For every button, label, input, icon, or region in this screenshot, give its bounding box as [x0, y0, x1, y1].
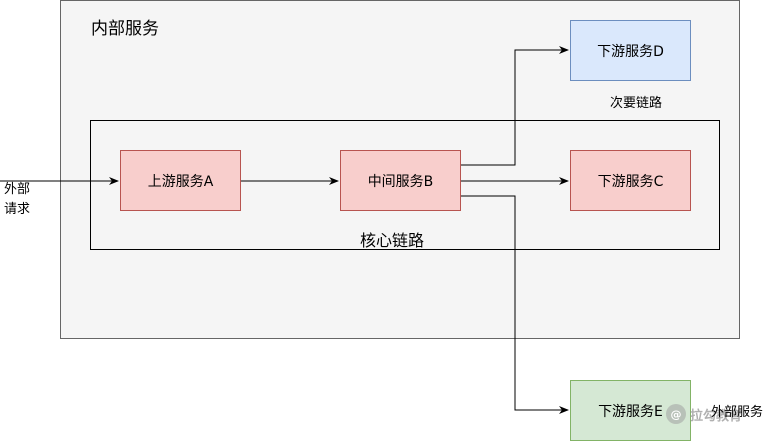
watermark: @ 拉勾教育: [666, 402, 742, 426]
external-request-line-2: 请求: [4, 202, 31, 217]
core-chain-region: [90, 120, 720, 250]
watermark-badge-icon: @: [666, 404, 686, 424]
node-downstream-service-c: 下游服务C: [570, 150, 691, 211]
external-request-line-1: 外部: [4, 182, 31, 197]
watermark-text: 拉勾教育: [690, 408, 743, 424]
node-downstream-service-d: 下游服务D: [570, 20, 691, 81]
node-middle-service-b: 中间服务B: [340, 150, 461, 211]
edge-b-to-d: [461, 46, 569, 166]
edge-b-to-e: [461, 195, 569, 414]
external-service-label: 外部服务: [711, 405, 764, 420]
core-chain-label: 核心链路: [360, 231, 425, 250]
external-request-label: 外部 请求: [4, 180, 30, 220]
secondary-chain-label: 次要链路: [610, 96, 663, 111]
internal-services-title: 内部服务: [91, 19, 159, 39]
node-upstream-service-a: 上游服务A: [120, 150, 241, 211]
